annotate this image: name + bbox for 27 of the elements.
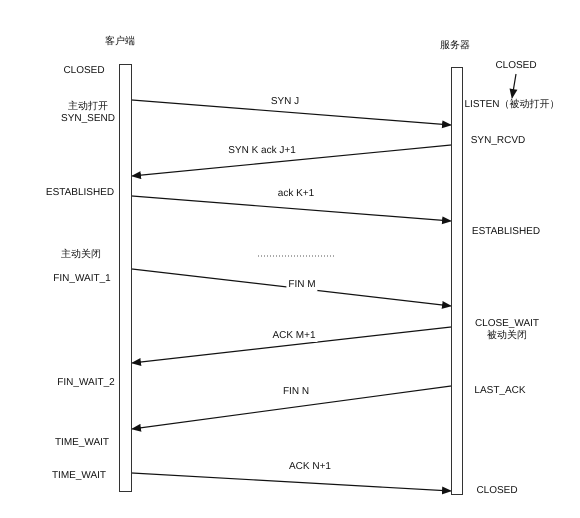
state-label: SYN_RCVD xyxy=(470,135,526,147)
state-label: CLOSED xyxy=(475,485,519,497)
state-label: CLOSE_WAIT 被动关闭 xyxy=(474,318,540,342)
state-label: ESTABLISHED xyxy=(470,226,542,238)
state-label: CLOSED xyxy=(495,60,537,72)
arrow xyxy=(132,195,452,224)
lifeline-heading: 服务器 xyxy=(440,40,470,52)
state-label: 主动关闭 xyxy=(60,249,102,261)
arrow xyxy=(131,385,452,432)
state-label: ESTABLISHED xyxy=(44,187,116,199)
state-label: CLOSED xyxy=(62,65,106,77)
arrow xyxy=(131,326,452,366)
state-label: TIME_WAIT xyxy=(50,470,108,482)
arrow xyxy=(132,472,452,494)
state-label: FIN_WAIT_2 xyxy=(56,377,116,389)
arrow xyxy=(132,268,452,309)
arrow xyxy=(510,74,518,99)
edge-label: FIN M xyxy=(286,279,318,291)
state-label: LAST_ACK xyxy=(473,385,527,397)
state-label: TIME_WAIT xyxy=(54,437,110,449)
state-label: 主动打开 SYN_SEND xyxy=(60,101,116,125)
state-label: LISTEN（被动打开） xyxy=(464,99,560,111)
state-label: FIN_WAIT_1 xyxy=(52,273,112,285)
arrow xyxy=(131,144,452,180)
edge-label: ACK M+1 xyxy=(270,330,318,342)
arrow xyxy=(132,99,452,128)
lifeline-heading: 客户端 xyxy=(105,36,135,48)
